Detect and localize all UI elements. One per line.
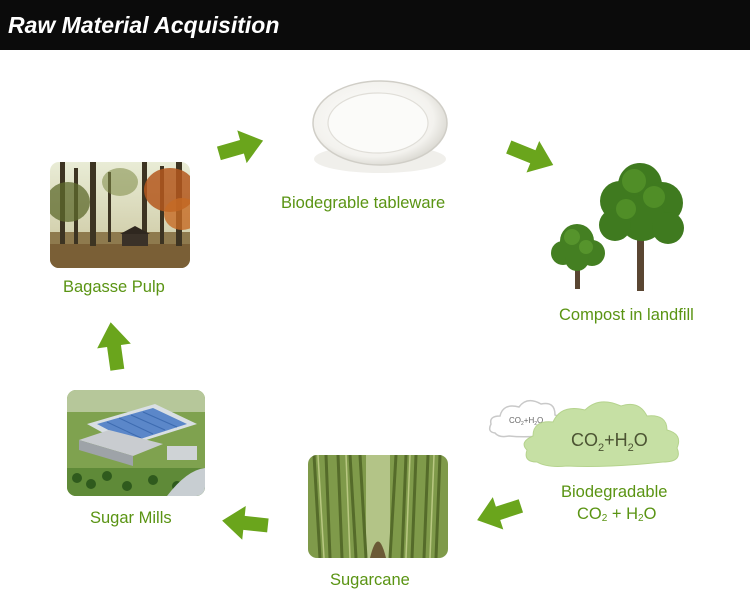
decomposition-label-line2: CO2 + H2O: [577, 504, 656, 529]
co2-subscript: 2: [601, 513, 608, 524]
forest-photo-icon: [50, 162, 190, 268]
co2-text: CO: [577, 505, 602, 523]
sugarcane-label: Sugarcane: [330, 571, 410, 589]
h2o-text: + H: [607, 505, 639, 523]
h2o-suffix: O: [643, 505, 657, 523]
arrow-up-icon: [97, 322, 131, 371]
compost-label: Compost in landfill: [559, 306, 694, 324]
arrow-right-icon: [216, 130, 264, 164]
large-cloud-text: CO2+H2O: [571, 430, 648, 454]
trees-icon: [551, 163, 684, 291]
factory-photo-icon: [67, 390, 205, 496]
small-cloud-text: CO2+H2O: [509, 416, 543, 427]
compost-trees: [550, 163, 700, 291]
cloud-icon: CO2+H2O CO2+H2O: [488, 399, 680, 467]
plate-icon: [312, 80, 448, 173]
sugarcane-photo-icon: [308, 455, 448, 558]
tableware-plate: [300, 75, 460, 180]
arrow-to-compost: [505, 136, 557, 176]
tableware-label: Biodegrable tableware: [281, 194, 446, 212]
sugar-mills-label: Sugar Mills: [90, 509, 172, 527]
sugarcane-photo: [308, 455, 448, 558]
bagasse-pulp-photo: [50, 162, 190, 268]
sugar-mills-photo: [67, 390, 205, 496]
page-title: Raw Material Acquisition: [8, 12, 280, 38]
decomposition-label-line1: Biodegradable: [561, 483, 668, 501]
arrow-to-tableware: [216, 127, 266, 167]
bagasse-pulp-label: Bagasse Pulp: [63, 278, 165, 296]
arrow-to-bagasse: [96, 320, 132, 372]
arrow-to-sugar-mills: [220, 505, 270, 541]
arrow-left-icon: [222, 505, 269, 540]
co2-h2o-clouds: CO2+H2O CO2+H2O: [487, 388, 699, 472]
arrow-right-down-icon: [506, 140, 554, 173]
arrow-left-down-icon: [477, 497, 524, 530]
arrow-to-sugarcane: [474, 493, 524, 533]
header-bar: Raw Material Acquisition: [0, 0, 750, 50]
h2o-subscript: 2: [638, 513, 644, 524]
